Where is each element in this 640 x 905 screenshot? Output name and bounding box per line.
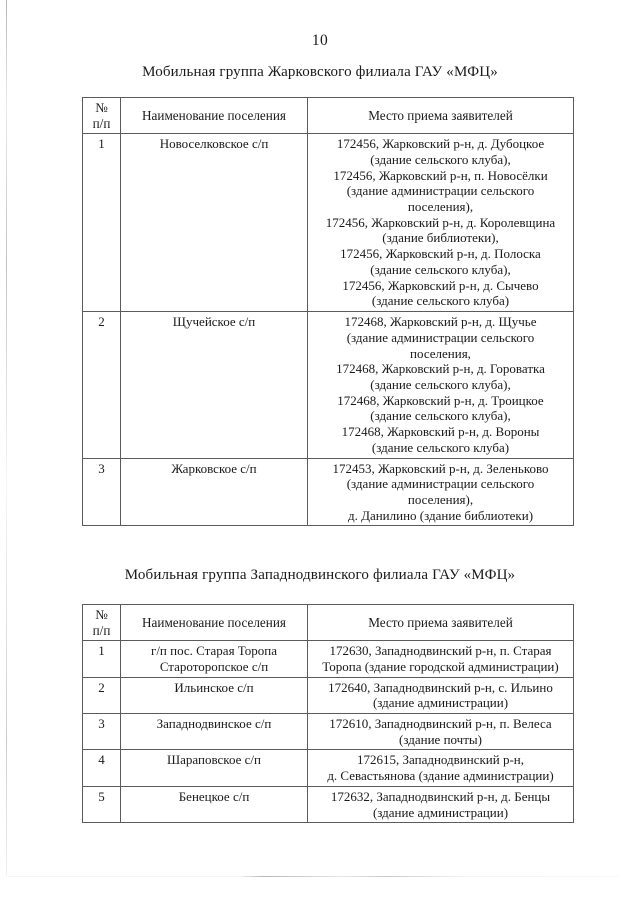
place-line: 172453, Жарковский р-н, д. Зеленьково: [332, 460, 549, 476]
cell-settlement-name: Западнодвинское с/п: [120, 713, 308, 751]
column-header-reception-place: Место приема заявителей: [307, 96, 574, 135]
name-line: Щучейское с/п: [172, 314, 256, 330]
place-line: 172456, Жарковский р-н, д. Дубоцкое: [336, 136, 545, 152]
section-title-zapadnodvinsky: Мобильная группа Западнодвинского филиал…: [124, 567, 516, 583]
place-line: 172610, Западнодвинский р-н, п. Велеса: [329, 716, 552, 732]
name-line: Жарковское с/п: [171, 460, 257, 476]
cell-row-number: 4: [82, 749, 121, 787]
cell-settlement-name: Шараповское с/п: [120, 749, 308, 787]
cell-reception-place: 172640, Западнодвинский р-н, с. Ильино (…: [307, 676, 574, 715]
place-line: (здание сельского клуба),: [370, 151, 511, 167]
cell-row-number: 3: [82, 713, 121, 751]
place-line: 172456, Жарковский р-н, д. Сычево: [342, 277, 539, 293]
cell-settlement-name: Жарковское с/п: [120, 457, 308, 527]
table-zapadnodvinsky-mobile-group: № п/п Наименование поселения Место прием…: [82, 603, 574, 824]
cell-settlement-name: г/п пос. Старая Торопа Староторопское с/…: [120, 640, 308, 678]
page-number: 10: [311, 32, 329, 49]
column-header-number: № п/п: [82, 603, 121, 642]
place-line: 172630, Западнодвинский р-н, п. Старая: [329, 643, 552, 659]
place-line: 172456, Жарковский р-н, п. Новосёлки: [333, 167, 548, 183]
cell-reception-place: 172630, Западнодвинский р-н, п. Старая Т…: [307, 640, 574, 678]
cell-row-number: 1: [82, 133, 121, 313]
table-row: 1 г/п пос. Старая Торопа Староторопское …: [82, 640, 574, 678]
place-line: (здание администрации сельского: [346, 476, 535, 492]
place-line: д. Данилино (здание библиотеки): [347, 507, 534, 523]
column-header-settlement-name: Наименование поселения: [120, 603, 308, 642]
cell-settlement-name: Новоселковское с/п: [120, 133, 308, 313]
scan-edge-bottom: [6, 876, 618, 877]
place-line: поселения),: [407, 491, 474, 507]
cell-row-number: 5: [82, 785, 121, 824]
scan-edge-left: [6, 0, 7, 875]
place-line: (здание администрации): [372, 695, 509, 711]
table-header-row: № п/п Наименование поселения Место прием…: [82, 603, 574, 642]
place-line: (здание администрации): [372, 804, 509, 820]
column-header-settlement-name: Наименование поселения: [120, 96, 308, 135]
cell-settlement-name: Ильинское с/п: [120, 676, 308, 715]
cell-row-number: 3: [82, 457, 121, 527]
place-line: (здание сельского клуба): [371, 293, 510, 309]
place-line: (здание сельского клуба),: [370, 376, 511, 392]
name-line: г/п пос. Старая Торопа: [150, 643, 277, 659]
name-line: Староторопское с/п: [159, 658, 269, 674]
cell-reception-place: 172468, Жарковский р-н, д. Щучье (здание…: [307, 311, 574, 459]
place-line: 172640, Западнодвинский р-н, с. Ильино: [328, 679, 553, 695]
table-row: 3 Западнодвинское с/п 172610, Западнодви…: [82, 713, 574, 751]
cell-settlement-name: Щучейское с/п: [120, 311, 308, 459]
place-line: 172632, Западнодвинский р-н, д. Бенцы: [330, 788, 551, 804]
name-line: Ильинское с/п: [174, 679, 254, 695]
place-line: (здание сельского клуба),: [370, 408, 511, 424]
cell-row-number: 2: [82, 311, 121, 459]
table-row: 3 Жарковское с/п 172453, Жарковский р-н,…: [82, 457, 574, 527]
place-line: (здание администрации сельского: [346, 183, 535, 199]
table-row: 1 Новоселковское с/п 172456, Жарковский …: [82, 133, 574, 313]
place-line: поселения),: [407, 199, 474, 215]
table-row: 2 Ильинское с/п 172640, Западнодвинский …: [82, 676, 574, 715]
place-line: 172456, Жарковский р-н, д. Полоска: [340, 246, 541, 262]
cell-row-number: 1: [82, 640, 121, 678]
cell-row-number: 2: [82, 676, 121, 715]
place-line: поселения,: [410, 345, 471, 361]
column-header-number-line2: п/п: [92, 115, 111, 131]
place-line: 172615, Западнодвинский р-н,: [357, 752, 524, 768]
column-header-number-line2: п/п: [92, 622, 111, 638]
place-line: 172468, Жарковский р-н, д. Вороны: [341, 424, 540, 440]
name-line: Западнодвинское с/п: [156, 716, 272, 732]
name-line: Шараповское с/п: [167, 752, 261, 768]
name-line: Новоселковское с/п: [159, 136, 269, 152]
table-header-row: № п/п Наименование поселения Место прием…: [82, 96, 574, 135]
place-line: Торопа (здание городской администрации): [322, 658, 559, 674]
cell-reception-place: 172610, Западнодвинский р-н, п. Велеса (…: [307, 713, 574, 751]
cell-reception-place: 172456, Жарковский р-н, д. Дубоцкое (зда…: [307, 133, 574, 313]
section-title-zharkovsky: Мобильная группа Жарковского филиала ГАУ…: [142, 64, 498, 80]
table-row: 5 Бенецкое с/п 172632, Западнодвинский р…: [82, 785, 574, 824]
place-line: 172468, Жарковский р-н, д. Троицкое: [337, 392, 544, 408]
cell-reception-place: 172632, Западнодвинский р-н, д. Бенцы (з…: [307, 785, 574, 824]
place-line: (здание почты): [399, 731, 482, 747]
place-line: 172468, Жарковский р-н, д. Гороватка: [336, 361, 545, 377]
place-line: (здание библиотеки),: [382, 230, 499, 246]
column-header-reception-place: Место приема заявителей: [307, 603, 574, 642]
place-line: (здание сельского клуба): [371, 439, 510, 455]
place-line: (здание сельского клуба),: [370, 261, 511, 277]
place-line: 172456, Жарковский р-н, д. Королевщина: [325, 214, 556, 230]
cell-reception-place: 172615, Западнодвинский р-н, д. Севастья…: [307, 749, 574, 787]
column-header-number: № п/п: [82, 96, 121, 135]
name-line: Бенецкое с/п: [178, 788, 250, 804]
table-row: 4 Шараповское с/п 172615, Западнодвински…: [82, 749, 574, 787]
cell-settlement-name: Бенецкое с/п: [120, 785, 308, 824]
place-line: д. Севастьянова (здание администрации): [327, 768, 554, 784]
table-row: 2 Щучейское с/п 172468, Жарковский р-н, …: [82, 311, 574, 459]
place-line: (здание администрации сельского: [346, 329, 535, 345]
place-line: 172468, Жарковский р-н, д. Щучье: [344, 314, 537, 330]
cell-reception-place: 172453, Жарковский р-н, д. Зеленьково (з…: [307, 457, 574, 527]
column-header-number-line1: №: [95, 607, 108, 622]
table-zharkovsky-mobile-group: № п/п Наименование поселения Место прием…: [82, 96, 574, 527]
column-header-number-line1: №: [95, 100, 108, 115]
